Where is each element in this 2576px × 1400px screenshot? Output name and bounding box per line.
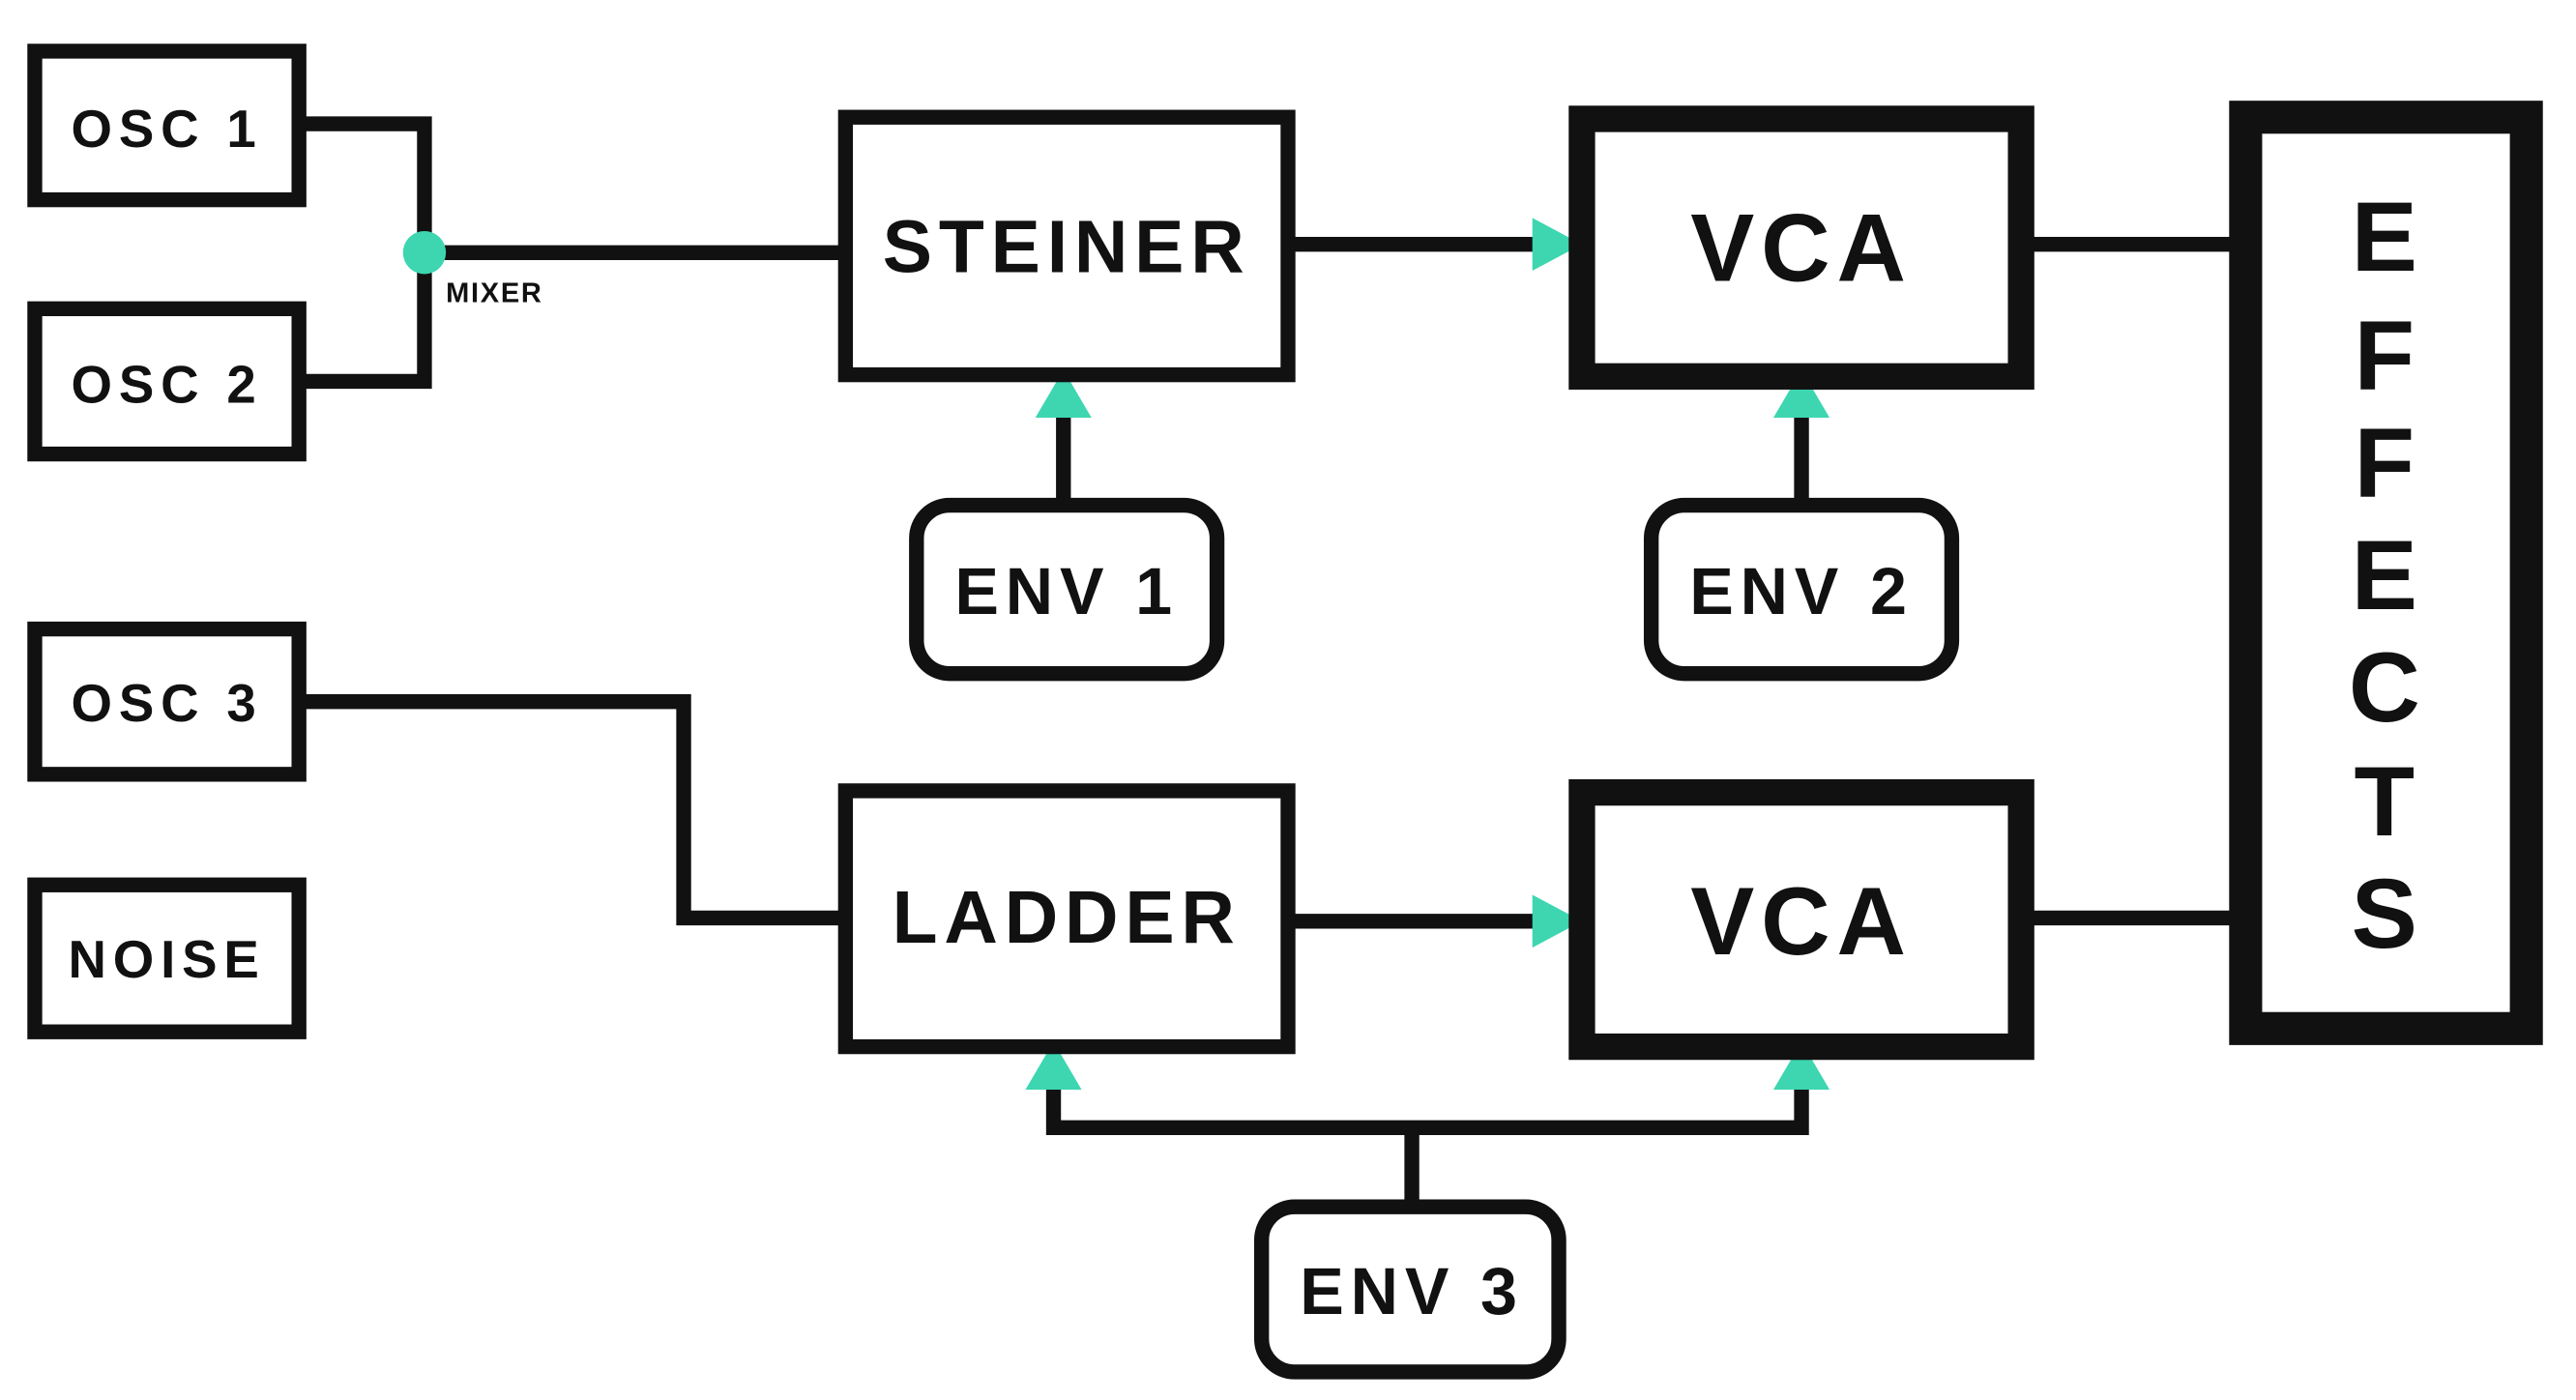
arrowheads (1025, 218, 1830, 1090)
osc2-box (27, 301, 307, 462)
filter-ladder: LADDER (837, 783, 1296, 1055)
arrow-right-icon (1532, 894, 1582, 948)
effects-letter: C (2349, 631, 2427, 743)
effects-letter: E (2352, 519, 2424, 630)
noise-label: NOISE (69, 930, 266, 989)
wire-osc3-ladder (304, 694, 846, 926)
env1-label: ENV 1 (954, 555, 1179, 628)
steiner-label: STEINER (883, 206, 1251, 289)
env3-box (1253, 1199, 1566, 1380)
wires (304, 116, 2233, 1208)
vca-top-box (1568, 105, 2034, 390)
env2-label: ENV 2 (1689, 555, 1914, 628)
env1-box (909, 497, 1225, 682)
env3-label: ENV 3 (1300, 1255, 1524, 1328)
wire-env3-split (1045, 1089, 1809, 1208)
effects-box (2229, 101, 2543, 1045)
effects-block: E F F E C T S (2229, 101, 2543, 1045)
envelope-env2: ENV 2 (1643, 497, 1960, 682)
amp-vca-bottom: VCA (1568, 778, 2034, 1061)
envelope-env3: ENV 3 (1253, 1199, 1566, 1380)
effects-letter: F (2355, 300, 2421, 411)
amp-vca-top: VCA (1568, 105, 2034, 390)
vca-bottom-box (1568, 778, 2034, 1061)
arrow-up-icon (1025, 1041, 1082, 1090)
env2-box (1643, 497, 1960, 682)
osc3-box (27, 621, 307, 782)
osc2-label: OSC 2 (72, 356, 263, 415)
noise-box (27, 877, 307, 1039)
osc1-box (27, 44, 307, 208)
source-osc2: OSC 2 (27, 301, 307, 462)
effects-letter: T (2355, 745, 2421, 857)
effects-letter: S (2352, 858, 2424, 969)
ladder-label: LADDER (893, 876, 1242, 959)
osc3-label: OSC 3 (72, 674, 263, 733)
vca-top-label: VCA (1690, 193, 1913, 301)
source-osc1: OSC 1 (27, 44, 307, 208)
effects-letter: E (2352, 181, 2424, 292)
mixer-node (402, 231, 447, 275)
osc1-label: OSC 1 (72, 100, 263, 159)
source-noise: NOISE (27, 877, 307, 1039)
steiner-box (837, 109, 1296, 383)
arrow-up-icon (1035, 369, 1092, 419)
envelope-env1: ENV 1 (909, 497, 1225, 682)
arrow-up-icon (1773, 1041, 1830, 1090)
vca-bottom-label: VCA (1690, 867, 1913, 975)
source-osc3: OSC 3 (27, 621, 307, 782)
effects-label: E F F E C T S (2349, 181, 2427, 969)
effects-letter: F (2355, 407, 2421, 518)
filter-steiner: STEINER (837, 109, 1296, 383)
arrow-up-icon (1773, 369, 1830, 419)
arrow-right-icon (1532, 218, 1582, 272)
mixer-label: MIXER (446, 277, 542, 308)
ladder-box (837, 783, 1296, 1055)
